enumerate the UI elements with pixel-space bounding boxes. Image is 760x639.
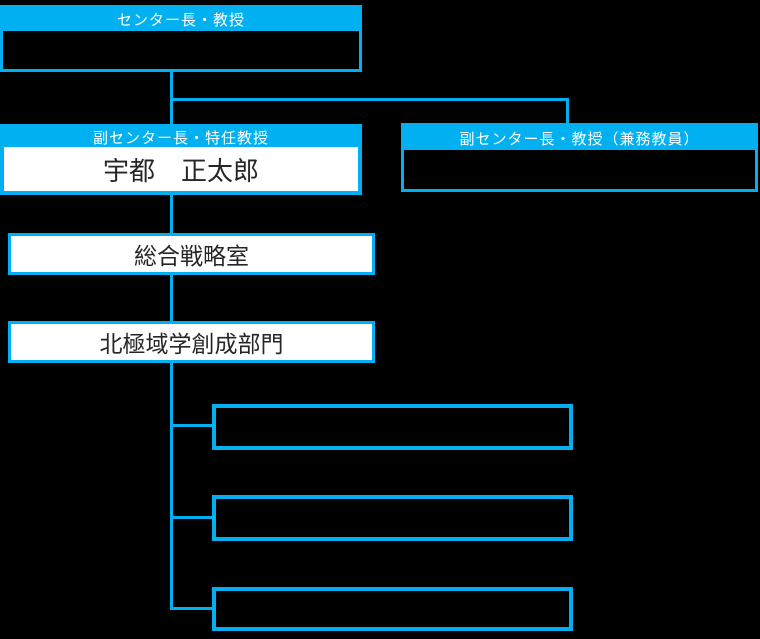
connector-deputy-to-strategy [170, 193, 173, 234]
connector-strategy-to-division [170, 274, 173, 322]
center-director-name [3, 31, 359, 69]
deputy-director-secondary-name [404, 150, 755, 189]
connector-right-branch-vertical [566, 98, 569, 124]
node-strategy-office: 総合戦略室 [8, 233, 375, 275]
deputy-director-secondary-title: 副センター長・教授（兼務教員） [404, 126, 755, 150]
node-subunit-3 [212, 587, 573, 631]
connector-root-vertical [170, 70, 173, 124]
deputy-director-primary-title: 副センター長・特任教授 [4, 128, 358, 147]
connector-division-trunk [170, 362, 173, 610]
node-subunit-1 [212, 404, 573, 450]
connector-branch-horizontal [170, 98, 569, 101]
node-creation-division: 北極域学創成部門 [8, 321, 375, 363]
connector-subunit-3-stub [170, 607, 213, 610]
node-deputy-director-primary: 副センター長・特任教授 宇都 正太郎 [0, 124, 362, 195]
connector-subunit-2-stub [170, 516, 213, 519]
connector-subunit-1-stub [170, 424, 213, 427]
node-subunit-2 [212, 495, 573, 541]
node-center-director: センター長・教授 [0, 5, 362, 72]
deputy-director-primary-name: 宇都 正太郎 [4, 147, 358, 191]
node-deputy-director-secondary: 副センター長・教授（兼務教員） [401, 123, 758, 192]
center-director-title: センター長・教授 [3, 8, 359, 31]
